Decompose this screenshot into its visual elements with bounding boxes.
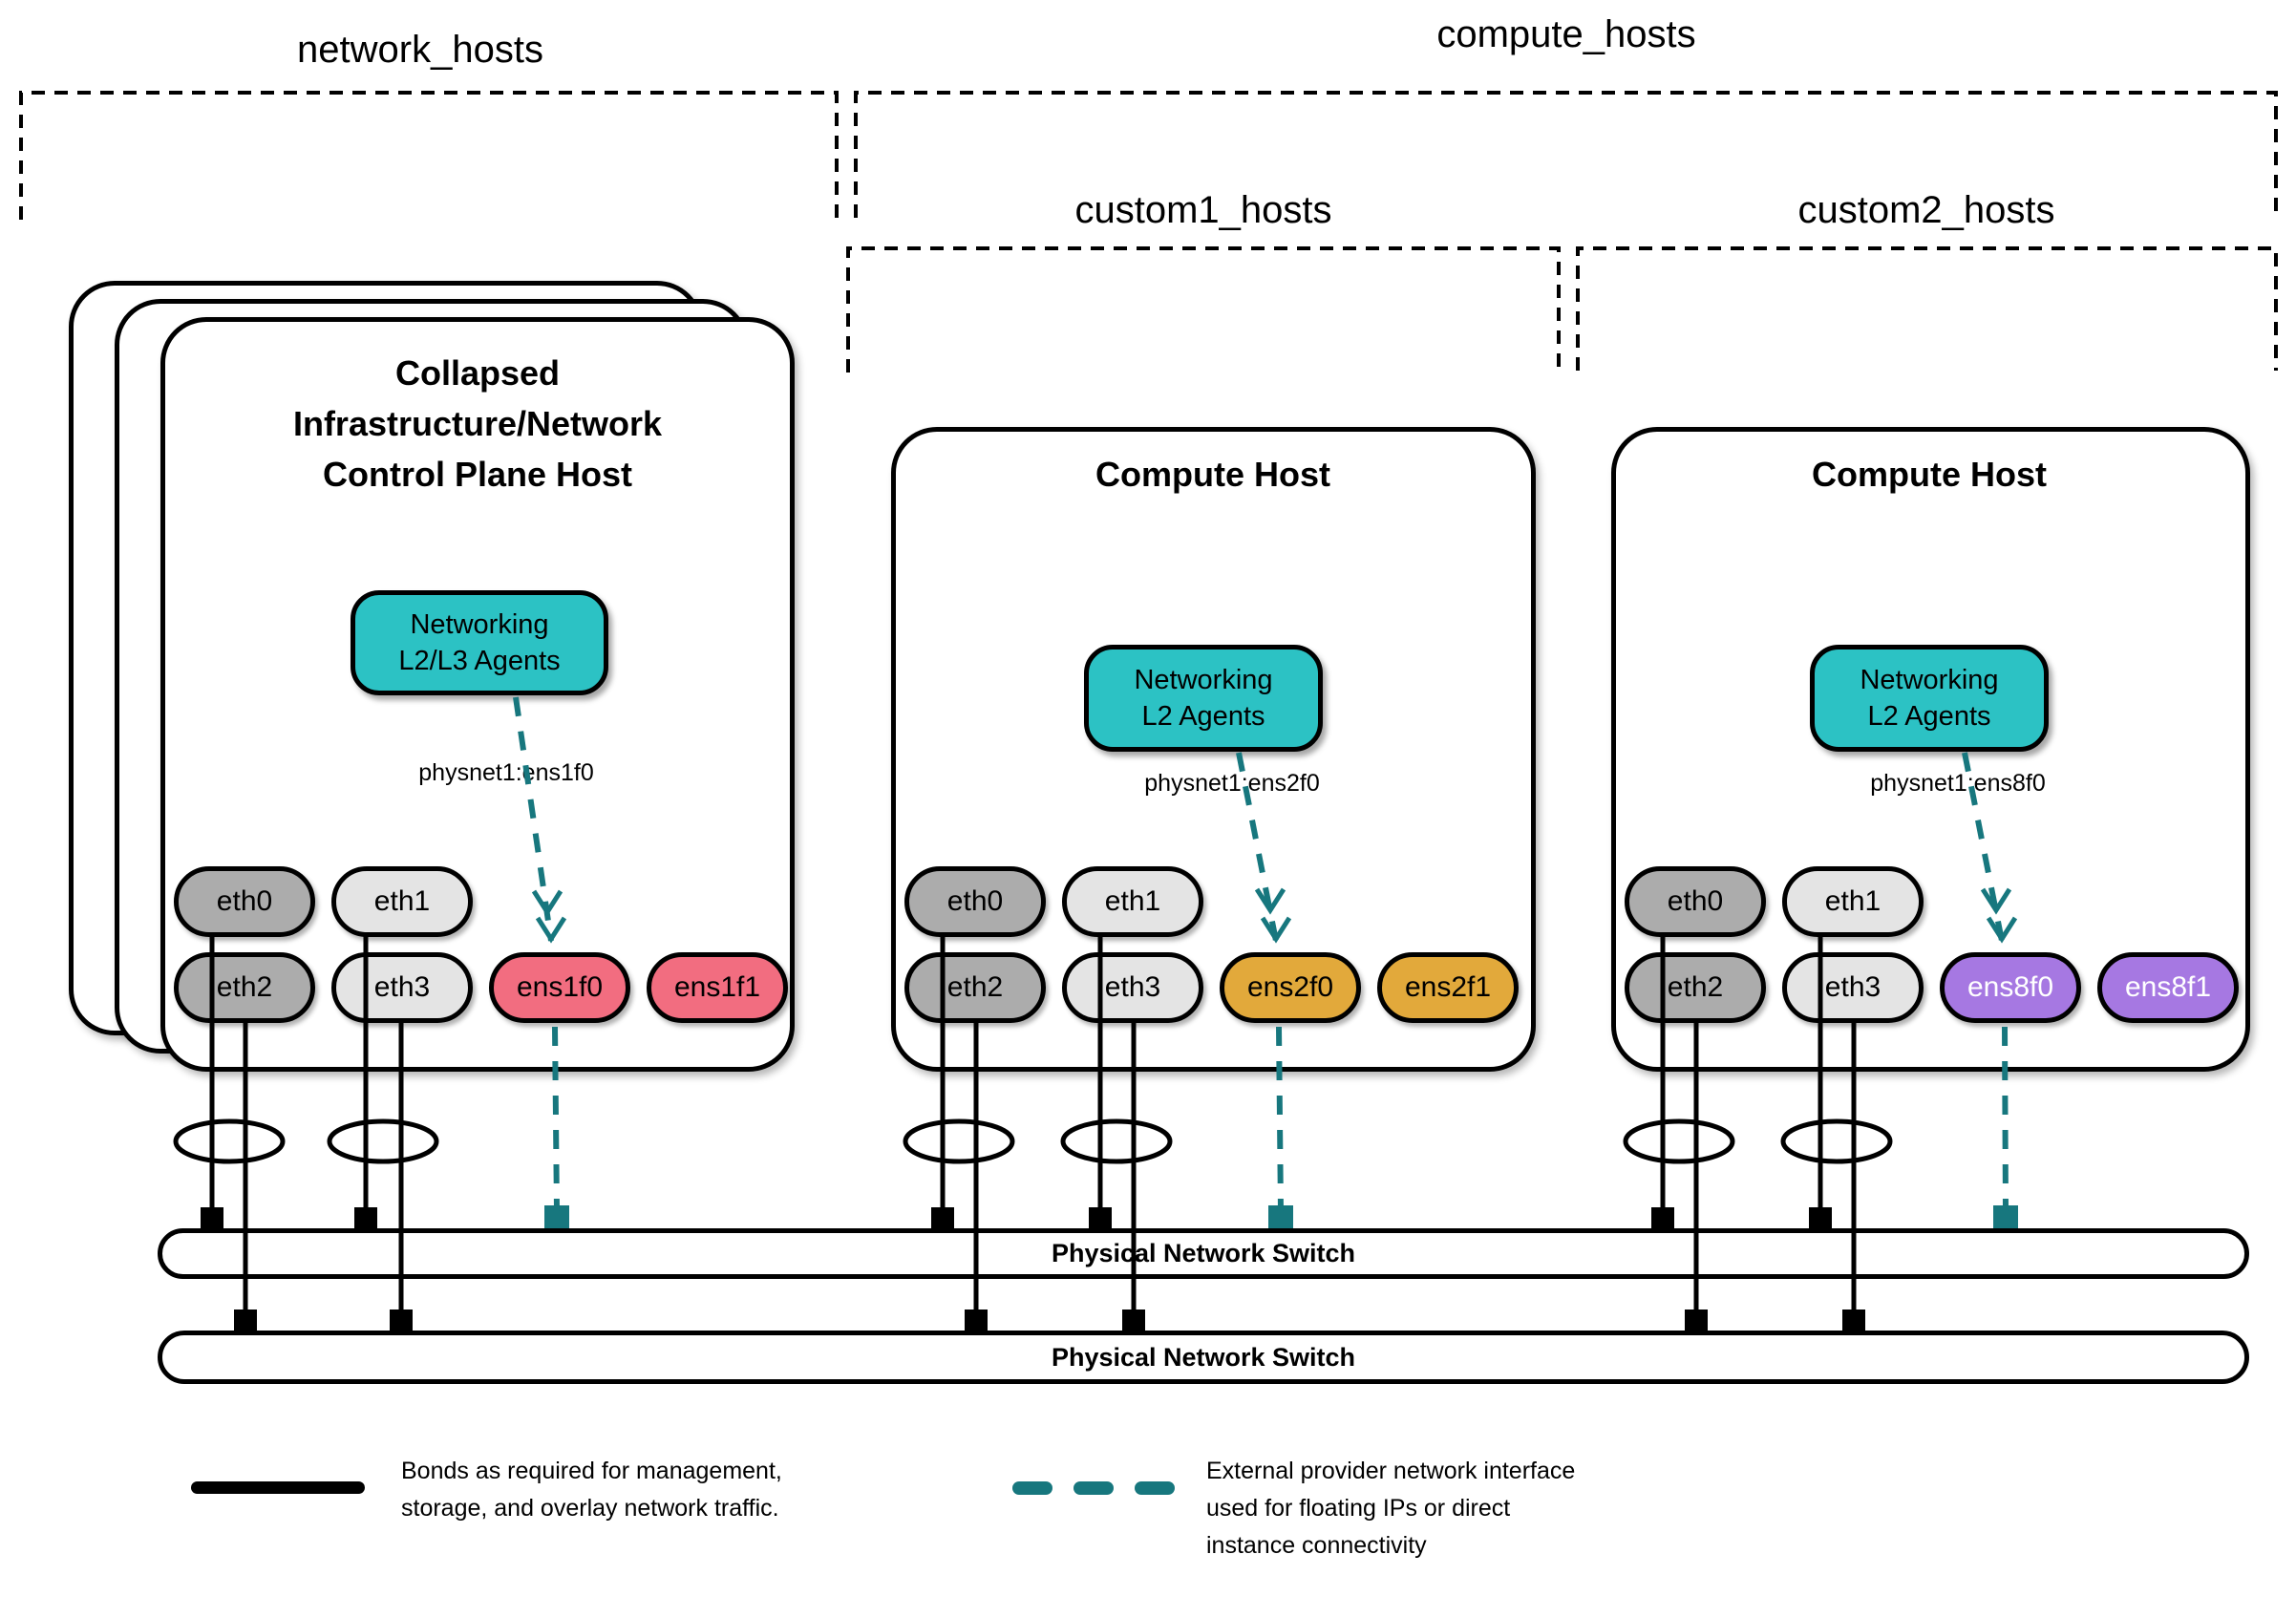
- nic-ens8f1: ens8f1: [2097, 952, 2239, 1023]
- agent-line2: L2/L3 Agents: [398, 646, 561, 676]
- bond-ellipse: [1060, 1118, 1173, 1164]
- group-label-custom2-hosts: custom2_hosts: [1797, 189, 2055, 231]
- switch2-connector: [1842, 1310, 1865, 1331]
- switch2-connector: [390, 1310, 413, 1331]
- nic-eth2: eth2: [904, 952, 1046, 1023]
- nic-eth0: eth0: [904, 866, 1046, 937]
- legend-external-dash-1: [1012, 1481, 1052, 1495]
- provider-connector: [1268, 1205, 1293, 1228]
- physnet-label-host2: physnet1:ens2f0: [1144, 770, 1320, 797]
- custom2-hosts-bracket: [1576, 246, 2278, 371]
- switch2-connector: [965, 1310, 988, 1331]
- switch1-connector: [201, 1207, 223, 1228]
- switch1-connector: [1809, 1207, 1832, 1228]
- agent-line2: L2 Agents: [1867, 701, 1991, 732]
- compute-host-1-agents-pill: Networking L2 Agents: [1084, 645, 1323, 752]
- nic-ens2f1: ens2f1: [1377, 952, 1519, 1023]
- nic-eth2: eth2: [1625, 952, 1766, 1023]
- switch1-connector: [1651, 1207, 1674, 1228]
- compute-host-2-agents-pill: Networking L2 Agents: [1810, 645, 2049, 752]
- switch-label: Physical Network Switch: [1051, 1239, 1356, 1267]
- nic-ens8f0: ens8f0: [1940, 952, 2081, 1023]
- bond-ellipse: [1780, 1118, 1893, 1164]
- legend-external-text: External provider network interface used…: [1206, 1453, 1575, 1565]
- legend-external-text-line2: used for floating IPs or direct: [1206, 1495, 1511, 1522]
- switch2-connector: [1685, 1310, 1708, 1331]
- provider-connector: [1993, 1205, 2018, 1228]
- legend-external-text-line3: instance connectivity: [1206, 1532, 1427, 1559]
- agent-line2: L2 Agents: [1141, 701, 1265, 732]
- nic-eth2: eth2: [174, 952, 315, 1023]
- legend-bond-text: Bonds as required for management, storag…: [401, 1453, 782, 1527]
- agent-line1: Networking: [410, 609, 549, 640]
- legend-bond-text-line1: Bonds as required for management,: [401, 1458, 782, 1484]
- network-host-agents-pill: Networking L2/L3 Agents: [351, 590, 608, 695]
- compute-host-2-title: Compute Host: [1812, 455, 2047, 494]
- switch-label: Physical Network Switch: [1051, 1342, 1356, 1372]
- physnet-label-host3: physnet1:ens8f0: [1870, 770, 2046, 797]
- nic-eth0: eth0: [1625, 866, 1766, 937]
- nic-eth3: eth3: [1062, 952, 1203, 1023]
- nic-eth1: eth1: [1062, 866, 1203, 937]
- nic-eth1: eth1: [1782, 866, 1924, 937]
- custom1-hosts-bracket: [846, 246, 1561, 373]
- legend-external-dash-2: [1074, 1481, 1114, 1495]
- agent-line1: Networking: [1860, 665, 1999, 695]
- group-label-custom1-hosts: custom1_hosts: [1074, 189, 1332, 231]
- bond-ellipse: [1623, 1118, 1735, 1164]
- agent-line1: Networking: [1134, 665, 1273, 695]
- group-label-network-hosts: network_hosts: [297, 29, 543, 71]
- legend-bond-line-swatch: [191, 1481, 365, 1494]
- legend-bond-text-line2: storage, and overlay network traffic.: [401, 1495, 779, 1522]
- network-host-title: Collapsed Infrastructure/Network Control…: [172, 348, 783, 500]
- nic-eth3: eth3: [1782, 952, 1924, 1023]
- physical-network-switch-2: Physical Network Switch: [158, 1331, 2249, 1384]
- nic-ens1f1: ens1f1: [647, 952, 788, 1023]
- compute-host-1-title: Compute Host: [1095, 455, 1330, 494]
- compute-hosts-bracket: [854, 91, 2278, 218]
- nic-eth3: eth3: [331, 952, 473, 1023]
- network-host-title-line2: Infrastructure/Network: [292, 404, 663, 443]
- nic-ens2f0: ens2f0: [1220, 952, 1361, 1023]
- legend-external-dash-3: [1135, 1481, 1175, 1495]
- bond-ellipse: [903, 1118, 1015, 1164]
- nic-eth0: eth0: [174, 866, 315, 937]
- switch1-connector: [931, 1207, 954, 1228]
- switch2-connector: [234, 1310, 257, 1331]
- provider-connector: [544, 1205, 569, 1228]
- network-host-title-line3: Control Plane Host: [322, 455, 633, 494]
- physical-network-switch-1: Physical Network Switch: [158, 1228, 2249, 1279]
- switch1-connector: [354, 1207, 377, 1228]
- network-hosts-bracket: [19, 91, 839, 220]
- bond-ellipse: [327, 1118, 439, 1164]
- legend-external-text-line1: External provider network interface: [1206, 1458, 1576, 1484]
- switch2-connector: [1122, 1310, 1145, 1331]
- group-label-compute-hosts: compute_hosts: [1436, 13, 1696, 55]
- switch1-connector: [1089, 1207, 1112, 1228]
- nic-eth1: eth1: [331, 866, 473, 937]
- physnet-label-host1: physnet1:ens1f0: [418, 759, 594, 786]
- network-host-title-line1: Collapsed: [394, 353, 561, 393]
- nic-ens1f0: ens1f0: [489, 952, 630, 1023]
- bond-ellipse: [173, 1118, 286, 1164]
